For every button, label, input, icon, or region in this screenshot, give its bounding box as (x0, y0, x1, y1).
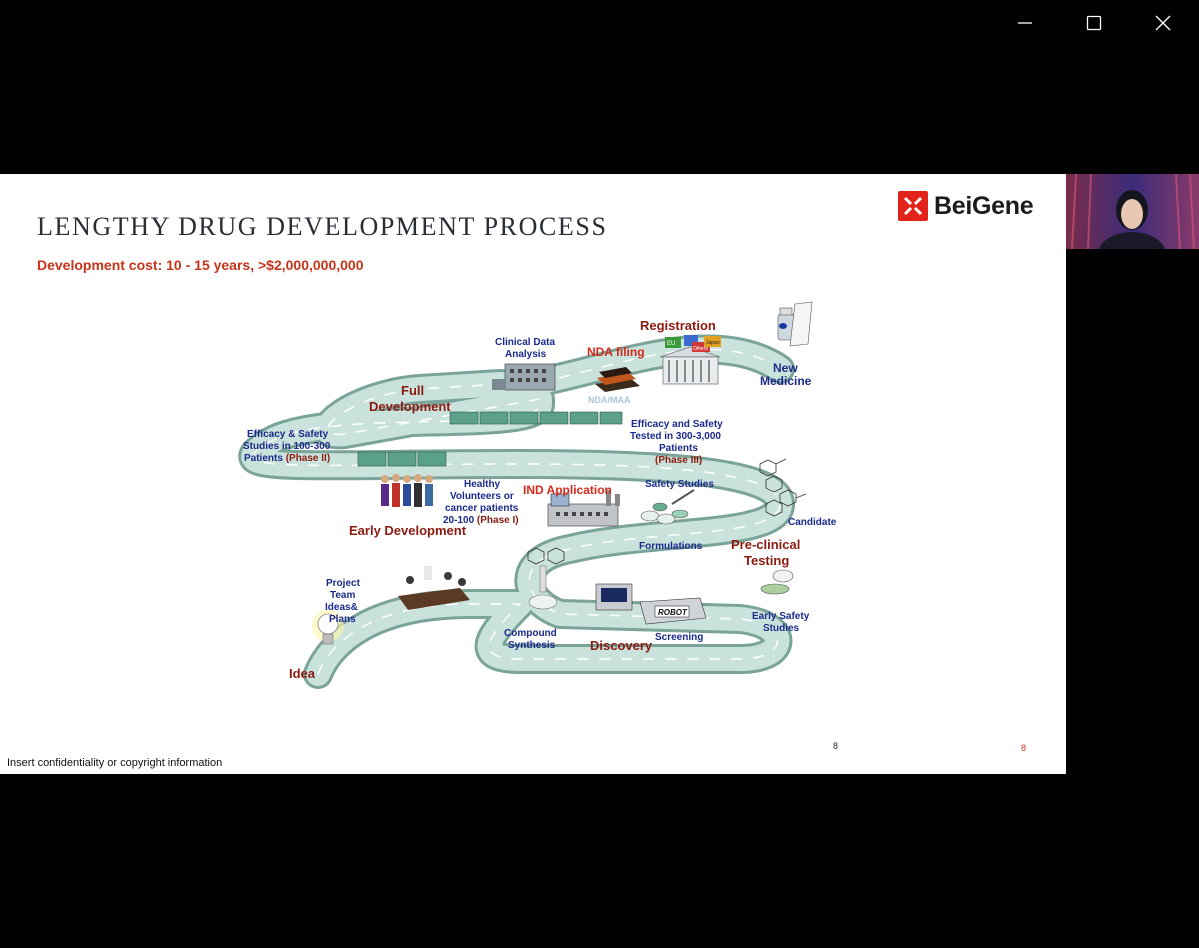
minimize-button[interactable] (991, 0, 1059, 46)
building-icon (492, 363, 556, 391)
flask-icon (527, 547, 565, 610)
label-compound-2: Synthesis (508, 640, 556, 651)
beigene-logo-text: BeiGene (934, 191, 1034, 220)
label-phase1-4: 20-100 (Phase I) (443, 515, 519, 526)
label-full-development-1: Full (401, 383, 424, 398)
people-group-icon (381, 474, 433, 507)
label-discovery: Discovery (590, 638, 653, 653)
robot-screening-icon: ROBOT (595, 583, 707, 625)
label-nda-filing: NDA filing (587, 345, 645, 359)
label-full-development-2: Development (369, 399, 451, 414)
label-phase3-2: Tested in 300-3,000 (630, 431, 721, 442)
label-phase1-2: Volunteers or (450, 491, 514, 502)
presentation-slide: LENGTHY DRUG DEVELOPMENT PROCESS Develop… (0, 174, 1066, 774)
label-project-team-3: Ideas& (325, 602, 358, 613)
medicine-bottle-icon (777, 301, 813, 347)
label-clinical-data-1: Clinical Data (495, 337, 555, 348)
close-button[interactable] (1129, 0, 1197, 46)
label-phase1-3: cancer patients (445, 503, 519, 514)
label-pre-clinical-2: Testing (744, 553, 789, 568)
label-early-safety-1: Early Safety (752, 611, 810, 622)
label-phase3-3: Patients (659, 443, 698, 454)
label-new-medicine-2: Medicine (760, 374, 812, 388)
flag-japan-label: Japan (706, 340, 720, 346)
label-ind-application: IND Application (523, 483, 612, 497)
maximize-icon (1086, 15, 1102, 31)
government-building-icon (659, 346, 721, 385)
presenter-video[interactable] (1066, 174, 1199, 249)
mouse-dish-icon (760, 569, 794, 595)
label-candidate: Candidate (788, 517, 837, 528)
label-phase3-1: Efficacy and Safety (631, 419, 723, 430)
flag-others-label: Others (693, 346, 709, 352)
label-nda-maa: NDA/MAA (588, 395, 631, 405)
label-safety-studies: Safety Studies (645, 479, 714, 490)
robot-label: ROBOT (658, 608, 688, 617)
flag-eu-label: EU (667, 341, 675, 347)
slide-subtitle: Development cost: 10 - 15 years, >$2,000… (37, 257, 364, 273)
lightbulb-icon (312, 610, 344, 645)
label-compound-1: Compound (504, 628, 557, 639)
winding-road (238, 334, 795, 689)
label-idea: Idea (289, 666, 316, 681)
label-early-development: Early Development (349, 523, 467, 538)
label-phase2-1: Efficacy & Safety (247, 429, 329, 440)
pills-syringe-icon (640, 489, 695, 525)
slide-page-number: 8 (833, 741, 839, 751)
label-phase2-3: Patients (Phase II) (244, 453, 330, 464)
label-formulations: Formulations (639, 541, 703, 552)
drug-development-diagram: EU Others Japan (238, 301, 837, 689)
label-pre-clinical-1: Pre-clinical (731, 537, 800, 552)
document-stack-icon (595, 367, 640, 392)
label-phase3-4: (Phase III) (655, 455, 702, 466)
label-project-team-4: Plans (329, 614, 356, 625)
label-registration: Registration (640, 318, 716, 333)
label-project-team-2: Team (330, 590, 355, 601)
label-screening: Screening (655, 632, 703, 643)
label-clinical-data-2: Analysis (505, 349, 547, 360)
maximize-button[interactable] (1060, 0, 1128, 46)
beigene-logo: BeiGene (898, 191, 1034, 221)
label-early-safety-2: Studies (763, 623, 800, 634)
beigene-logo-icon (898, 191, 928, 221)
lab-benches-icon (357, 411, 623, 467)
presenter-video-image (1066, 174, 1199, 249)
slide-page-number-red: 8 (1021, 743, 1027, 753)
slide-footer: Insert confidentiality or copyright info… (7, 757, 223, 769)
slide-title: LENGTHY DRUG DEVELOPMENT PROCESS (37, 212, 608, 241)
minimize-icon (1018, 22, 1032, 24)
factory-icon (547, 490, 620, 527)
close-icon (1155, 15, 1171, 31)
label-new-medicine-1: New (773, 361, 798, 375)
label-phase1-1: Healthy (464, 479, 501, 490)
label-phase2-2: Studies in 100-300 (243, 441, 331, 452)
meeting-table-icon (398, 566, 470, 610)
molecule-structure-icon (759, 458, 807, 517)
label-project-team-1: Project (326, 578, 361, 589)
flags-icon: EU Others Japan (665, 335, 721, 352)
